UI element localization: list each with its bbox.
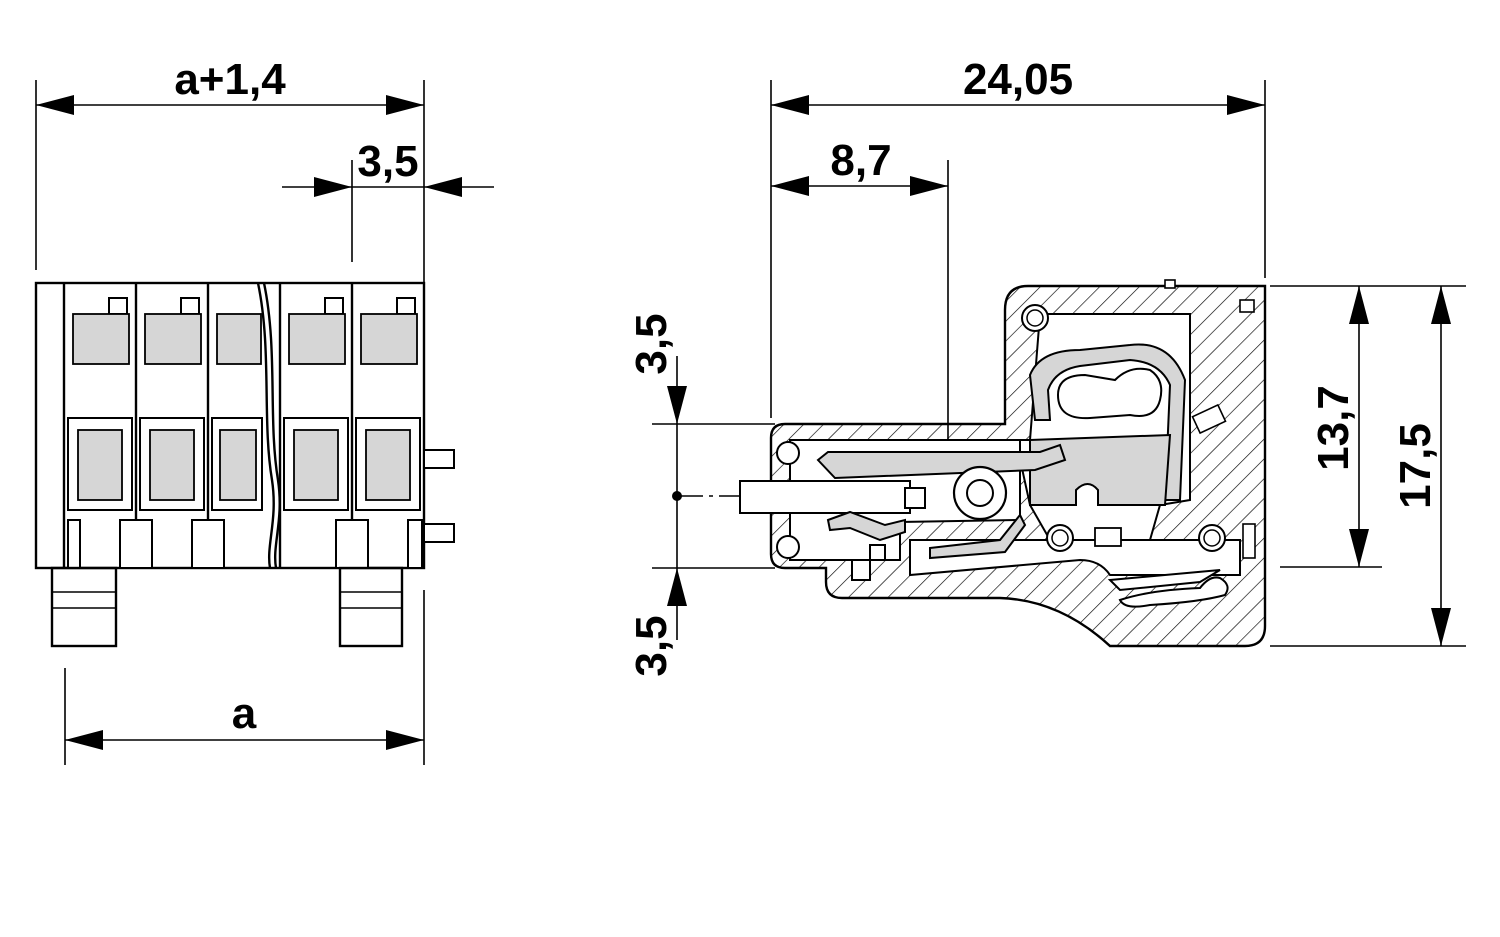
dim-label-upper-pitch: 3,5 [627, 313, 676, 374]
dimension-pitch: 3,5 [282, 137, 494, 197]
dim-label-pitch: 3,5 [357, 137, 418, 186]
dim-label-inner-depth: 8,7 [830, 136, 891, 185]
dimension-height-inner: 13,7 [1309, 286, 1369, 567]
break-line [256, 282, 275, 569]
dimension-inner-depth: 8,7 [771, 136, 948, 196]
dim-label-depth: 24,05 [963, 55, 1073, 104]
dimension-overall-width: a+1,4 [36, 55, 424, 115]
release-buttons [72, 297, 418, 365]
front-view: a+1,4 3,5 a [34, 55, 494, 765]
dimension-height-overall: 17,5 [1391, 286, 1451, 646]
connector-housing-front [34, 281, 455, 648]
wire [739, 480, 911, 514]
dimension-a: a [65, 689, 424, 750]
dimension-overall-depth: 24,05 [771, 55, 1265, 115]
side-view: 24,05 8,7 3,5 3,5 13,7 [627, 55, 1466, 677]
side-pin-lower [423, 523, 455, 543]
mounting-feet [50, 566, 404, 648]
dim-label-a: a [232, 689, 257, 738]
dim-label-height-inner: 13,7 [1309, 385, 1358, 471]
side-pin-upper [423, 449, 455, 469]
connector-cross-section [739, 279, 1267, 648]
dim-label-lower-pitch: 3,5 [627, 615, 676, 676]
dim-label-height-overall: 17,5 [1391, 423, 1440, 509]
dim-label-a-plus: a+1,4 [174, 55, 286, 104]
wire-entries [67, 417, 421, 511]
lower-slots [67, 519, 423, 569]
